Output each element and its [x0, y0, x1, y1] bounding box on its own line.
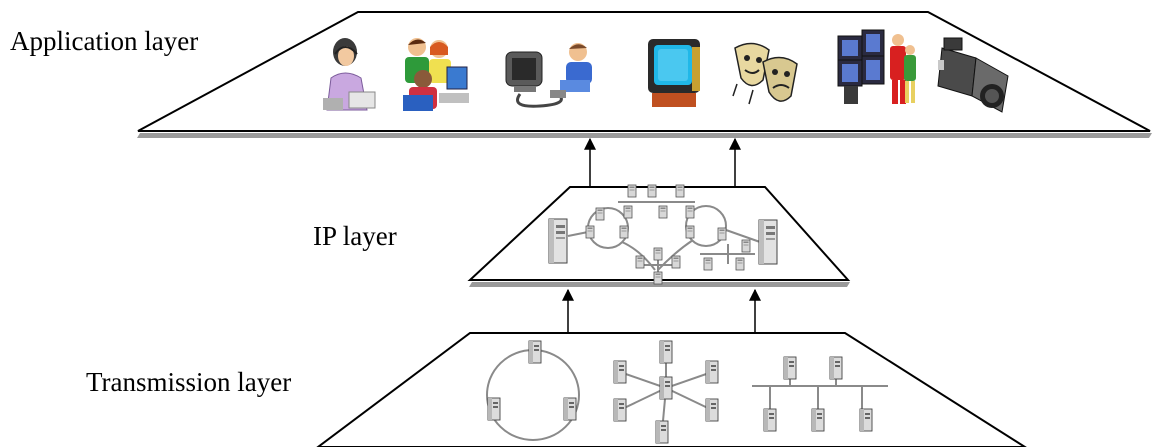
television-icon: [648, 39, 700, 107]
video-wall-icon: [837, 29, 916, 104]
ip-layer: IP layer: [313, 184, 851, 287]
video-camera-icon: [937, 37, 1009, 113]
star-topology: [613, 340, 719, 444]
headset-operator-icon: [323, 38, 376, 111]
ring-topology: [486, 340, 580, 441]
ip-layer-label: IP layer: [313, 221, 397, 251]
transmission-layer: Transmission layer: [86, 332, 1027, 447]
ip-server-right: [758, 219, 778, 265]
person-with-monitor-icon: [505, 43, 592, 108]
ip-server-left: [548, 218, 568, 264]
application-plane-shadow: [137, 133, 1152, 138]
ip-plane-shadow: [469, 282, 850, 287]
transmission-layer-label: Transmission layer: [86, 367, 291, 397]
application-layer: Application layer: [10, 11, 1152, 138]
theater-masks-icon: [732, 42, 798, 105]
bus-topology: [752, 356, 888, 432]
group-at-computer-icon: [403, 38, 469, 111]
application-layer-label: Application layer: [10, 26, 198, 56]
